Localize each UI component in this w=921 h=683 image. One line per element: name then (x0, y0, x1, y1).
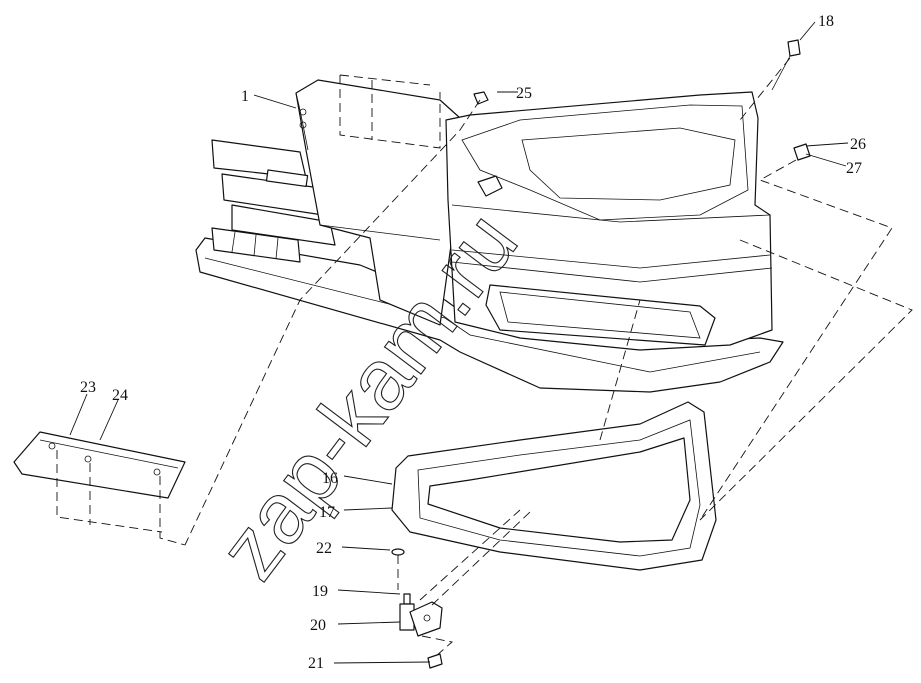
cover-plate (13, 431, 186, 499)
bolt-18 (787, 39, 801, 57)
bracket-plate (409, 601, 443, 637)
cover-plate-body (13, 431, 186, 499)
leader-lines (69, 21, 849, 664)
callout-1: 1 (241, 88, 249, 105)
center-housing (295, 79, 461, 326)
callout-19: 19 (312, 583, 328, 600)
corner-cover-window (427, 437, 691, 543)
callout-17: 17 (319, 504, 335, 521)
mounting-bracket (391, 548, 443, 669)
bumper-assembly (195, 79, 784, 393)
callout-25: 25 (516, 85, 532, 102)
fog-lamp-opening (485, 284, 716, 346)
callout-22: 22 (316, 540, 332, 557)
washer (391, 548, 405, 556)
nut-25 (473, 91, 489, 105)
bracket-pin (399, 603, 415, 631)
callout-24: 24 (112, 387, 128, 404)
bolt-26 (793, 143, 811, 161)
callout-18: 18 (818, 13, 834, 30)
top-fasteners (473, 39, 811, 161)
callout-27: 27 (846, 160, 862, 177)
assembly-lines (56, 57, 913, 657)
callout-labels: 1 16 17 18 19 20 21 22 23 24 25 26 27 (80, 13, 866, 672)
callout-20: 20 (310, 617, 326, 634)
callout-23: 23 (80, 379, 96, 396)
callout-26: 26 (850, 136, 866, 153)
bolt-21 (427, 653, 443, 669)
callout-16: 16 (322, 470, 338, 487)
corner-cover (391, 401, 717, 571)
callout-21: 21 (308, 655, 324, 672)
bumper-inner-plate (211, 139, 307, 179)
